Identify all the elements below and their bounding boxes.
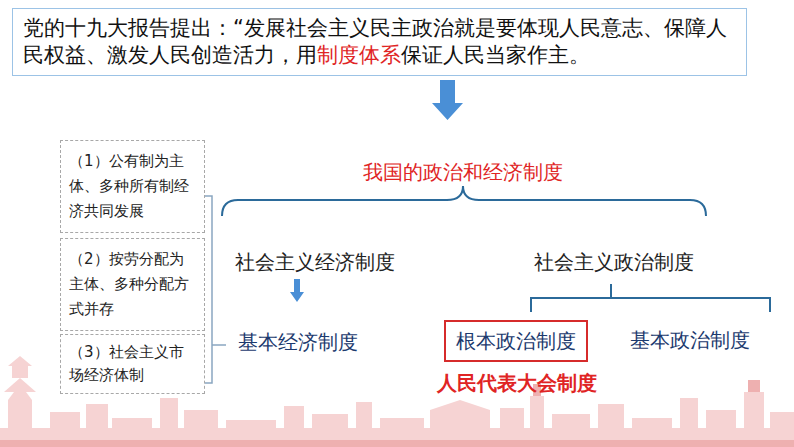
block-arrow xyxy=(432,80,463,120)
highlight-box: 根本政治制度 xyxy=(444,320,588,362)
system-label: 基本经济制度 xyxy=(238,330,358,354)
category-label: 社会主义政治制度 xyxy=(534,250,694,274)
quote-text: 保证人民当家作主。 xyxy=(401,43,590,67)
box-text: （2）按劳分配为主体、多种分配方式并存 xyxy=(69,247,196,322)
system-label: 人民代表大会制度 xyxy=(437,371,597,395)
dashed-box: （3）社会主义市场经济体制 xyxy=(60,334,205,394)
box-text: 根本政治制度 xyxy=(456,328,576,354)
box-text: （1）公有制为主体、多种所有制经济共同发展 xyxy=(69,149,196,224)
quote-text: 制度体系 xyxy=(317,43,401,67)
box-text: （3）社会主义市场经济体制 xyxy=(69,341,196,387)
bracket xyxy=(531,284,770,312)
quote-box: 党的十九大报告提出：“发展社会主义民主政治就是要体现人民意志、保障人民权益、激发… xyxy=(12,8,747,76)
curly-brace xyxy=(222,186,706,216)
bracket xyxy=(205,196,226,383)
section-heading: 我国的政治和经济制度 xyxy=(363,160,563,184)
category-label: 社会主义经济制度 xyxy=(235,250,395,274)
dashed-box: （1）公有制为主体、多种所有制经济共同发展 xyxy=(60,140,205,233)
dashed-box: （2）按劳分配为主体、多种分配方式并存 xyxy=(60,238,205,331)
system-label: 基本政治制度 xyxy=(630,328,750,352)
small-arrow xyxy=(290,279,304,302)
